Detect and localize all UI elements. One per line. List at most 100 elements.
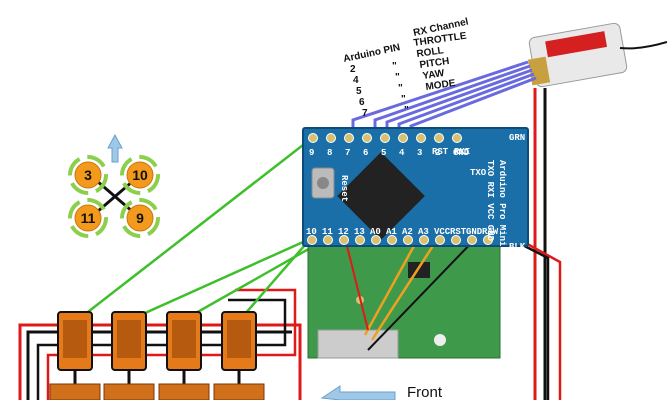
top-pin-label: 7 (345, 148, 350, 158)
esc-row (49, 311, 265, 400)
top-pin-8 (326, 133, 336, 143)
top-pin-6 (362, 133, 372, 143)
esc-label-area (63, 320, 87, 358)
imu-ground-wire (367, 235, 479, 351)
board-side-label: TXO RXI VCC GND (485, 160, 495, 242)
pin-number-2: 2 (350, 64, 356, 75)
motor-2 (103, 383, 155, 400)
esc-power-line (46, 288, 297, 400)
esc-ground-black-bus (26, 330, 292, 400)
motor-1 (49, 383, 101, 400)
bottom-pin-label: GND (466, 227, 483, 237)
bottom-pin-label: A0 (370, 227, 381, 237)
board-blk-label: BLK (509, 242, 526, 252)
front-arrow (320, 385, 396, 400)
motor-rotation-arrow (120, 198, 160, 238)
top-pin-label: 4 (399, 148, 405, 158)
motor-10 (126, 161, 154, 189)
board-tx-label: TXO (470, 168, 487, 178)
imu-power-wire (344, 237, 369, 331)
pin-number-4: 4 (353, 75, 359, 86)
top-pin-label: 5 (381, 148, 386, 158)
esc-label-area (227, 320, 251, 358)
motor-3 (74, 161, 102, 189)
esc-power-red-bus (18, 323, 302, 400)
channel-pitch: PITCH (419, 56, 450, 71)
bottom-pin-label: 12 (338, 227, 349, 237)
motor-layout: 3 10 11 9 (68, 133, 160, 238)
front-label: Front (407, 384, 443, 400)
ditto-mark: " (398, 83, 403, 94)
motor-label-9: 9 (136, 210, 144, 226)
channel-mode: MODE (425, 78, 457, 93)
bottom-pin-label: RST (450, 227, 467, 237)
i2c-scl-wire (370, 234, 442, 341)
motor-4 (213, 383, 265, 400)
bottom-pin-GND (467, 235, 477, 245)
ditto-mark: " (401, 94, 406, 105)
top-pin-label: 9 (309, 148, 314, 158)
board-reset-label: Reset (339, 175, 349, 202)
board-rx-label: RXI (454, 147, 470, 157)
mcu-chip (337, 152, 425, 240)
top-pin-GND (452, 133, 462, 143)
top-pin-label: 6 (363, 148, 368, 158)
bottom-pin-A0 (371, 235, 381, 245)
motor-11 (74, 204, 102, 232)
motor-rotation-arrow (120, 155, 160, 195)
top-pin-5 (380, 133, 390, 143)
motor-label-11: 11 (81, 210, 96, 226)
top-pin-9 (308, 133, 318, 143)
top-pin-label: 8 (327, 148, 332, 158)
top-pin-label: 3 (417, 148, 422, 158)
bottom-pin-12 (339, 235, 349, 245)
board-name-label: Arduino Pro Mini (497, 160, 507, 247)
ditto-mark: " (392, 61, 397, 72)
motor-3 (158, 383, 210, 400)
channel-wires (351, 60, 537, 135)
bottom-pin-13 (355, 235, 365, 245)
bottom-pin-10 (307, 235, 317, 245)
pin-number-5: 5 (356, 86, 362, 97)
bottom-pin-label: VCC (434, 227, 451, 237)
ditto-mark: " (404, 105, 409, 116)
esc-label-area (172, 320, 196, 358)
board-gnd-black-wire (504, 234, 550, 400)
bottom-pin-RAW (483, 235, 493, 245)
rx-receiver (527, 22, 667, 88)
bottom-pin-label: RAW (482, 227, 499, 237)
esc-ground-line (36, 298, 287, 400)
bottom-pin-label: 10 (306, 227, 317, 237)
bottom-pin-A1 (387, 235, 397, 245)
bottom-pin-label: 11 (322, 227, 333, 237)
bottom-pin-A2 (403, 235, 413, 245)
bottom-pin-label: A1 (386, 227, 397, 237)
motor-label-3: 3 (84, 167, 92, 183)
esc-label-area (117, 320, 141, 358)
bottom-pin-VCC (435, 235, 445, 245)
top-pin-label: GND (453, 148, 470, 158)
top-pin-4 (398, 133, 408, 143)
i2c-sda-wire (363, 234, 422, 336)
top-pin-label: 2 (435, 148, 440, 158)
motor-label-10: 10 (132, 167, 148, 183)
pin-number-7: 7 (362, 108, 368, 119)
ditto-mark: " (395, 72, 400, 83)
channel-roll: ROLL (416, 45, 444, 60)
board-raw-red-wire (519, 238, 562, 400)
pin-number-6: 6 (359, 97, 365, 108)
top-pin-3 (416, 133, 426, 143)
bottom-pin-A3 (419, 235, 429, 245)
front-indicator: Front (320, 384, 443, 400)
imu-board (307, 239, 501, 359)
motor-9 (126, 204, 154, 232)
channel-yaw: YAW (422, 68, 446, 82)
motor-rotation-arrow (68, 155, 108, 195)
motor-rotation-arrow (68, 198, 108, 238)
top-pin-7 (344, 133, 354, 143)
top-pin-2 (434, 133, 444, 143)
board-grn-label: GRN (509, 133, 525, 143)
